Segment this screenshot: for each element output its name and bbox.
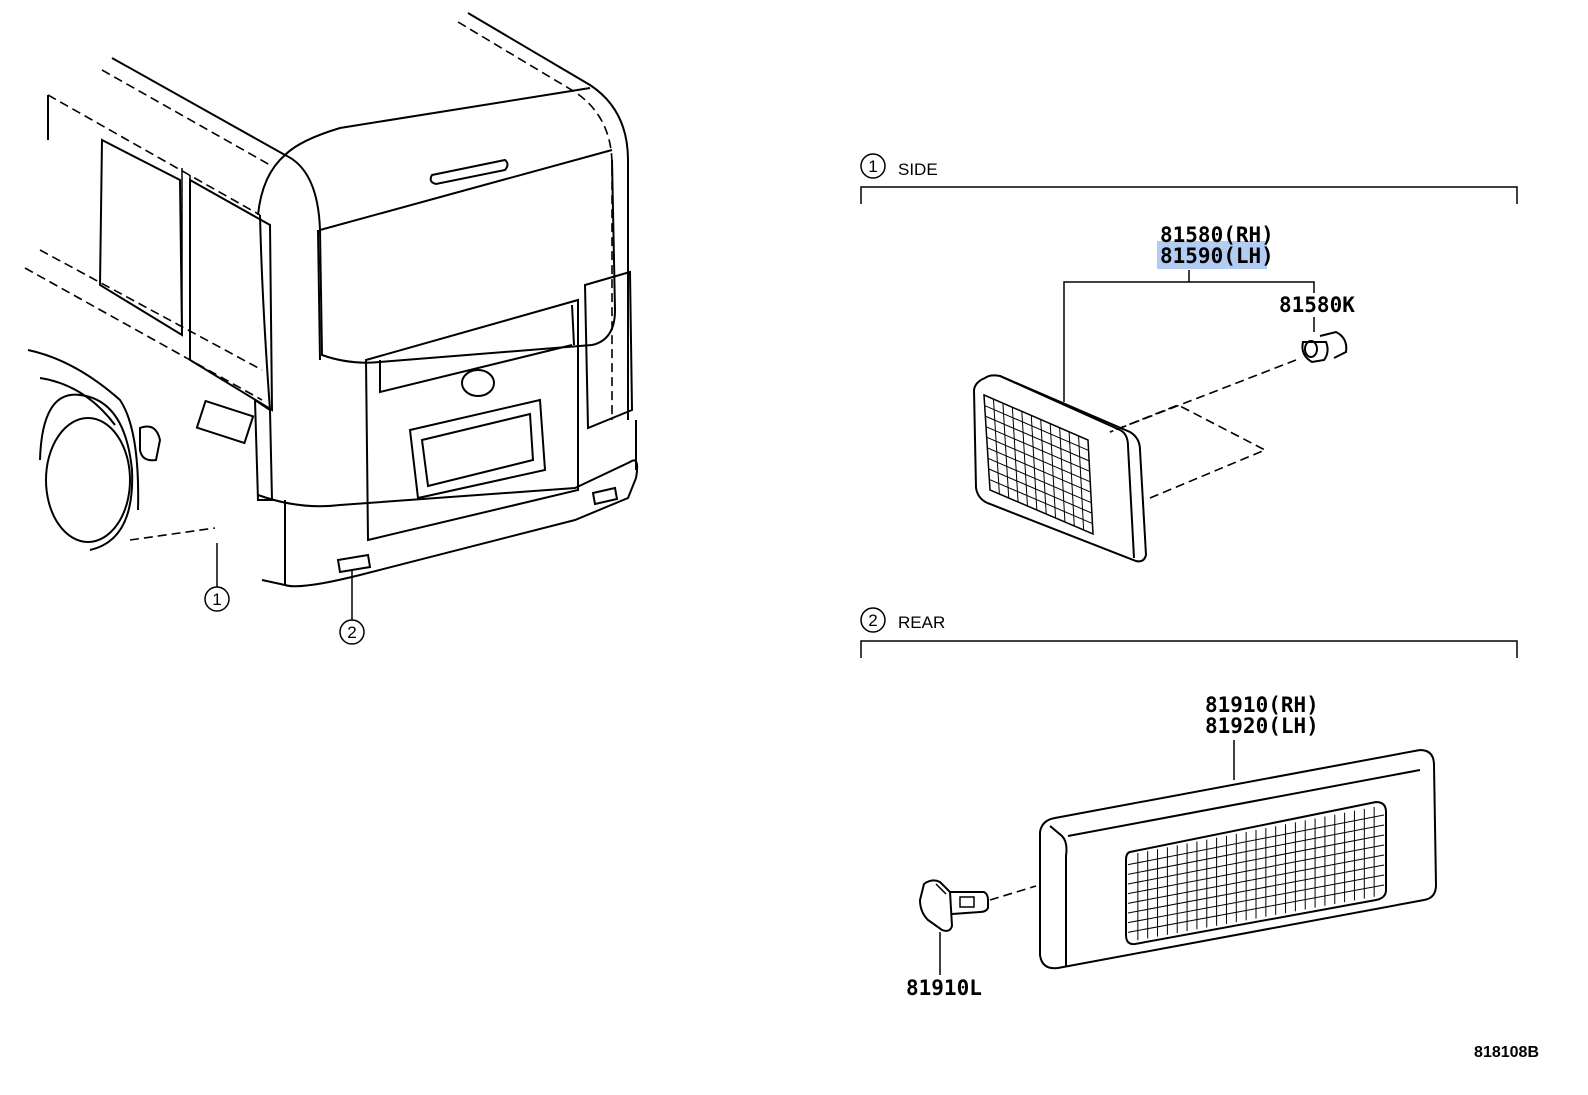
section-side-label: SIDE xyxy=(898,160,938,179)
grid-line xyxy=(1021,411,1028,507)
grid-line xyxy=(992,399,1000,495)
callout-2-number: 2 xyxy=(347,623,356,642)
grid-line xyxy=(1030,415,1038,511)
side-reflector-grid xyxy=(984,399,1093,531)
grid-line xyxy=(1127,874,1385,924)
section-rear-number: 2 xyxy=(868,611,877,630)
grid-line xyxy=(988,468,1093,514)
grid-line xyxy=(1127,824,1385,875)
grid-line xyxy=(1127,814,1385,866)
callout-1-number: 1 xyxy=(212,590,221,609)
rear-reflector-grid xyxy=(1127,806,1385,941)
grid-line xyxy=(989,478,1093,525)
section-rear-label: REAR xyxy=(898,613,945,632)
grid-line xyxy=(985,415,1090,462)
grid-line xyxy=(1078,435,1085,531)
grid-line xyxy=(1011,407,1019,503)
part-number-81910-rh[interactable]: 81910(RH) xyxy=(1205,693,1319,717)
grid-line xyxy=(1127,844,1385,895)
rear-clip-illustration xyxy=(918,879,989,932)
grid-line xyxy=(1127,864,1385,914)
part-number-81580k[interactable]: 81580K xyxy=(1279,293,1355,317)
part-number-81580-rh[interactable]: 81580(RH) xyxy=(1160,223,1274,247)
part-number-81920-lh[interactable]: 81920(LH) xyxy=(1205,714,1319,738)
grid-line xyxy=(1059,427,1066,523)
diagram-reference-number: 818108B xyxy=(1474,1044,1539,1061)
rear-reflector-illustration xyxy=(1039,748,1438,970)
grid-line xyxy=(1068,431,1075,527)
grid-line xyxy=(1127,884,1385,933)
section-side-number: 1 xyxy=(868,157,877,176)
grid-line xyxy=(986,436,1091,483)
vehicle-illustration: 1 2 xyxy=(24,12,639,645)
grid-line xyxy=(987,447,1091,493)
grid-line xyxy=(1002,403,1010,499)
part-number-81590-lh[interactable]: 81590(LH) xyxy=(1160,244,1274,268)
grid-line xyxy=(1127,834,1385,885)
grid-line xyxy=(987,457,1092,504)
section-rear: 2 REAR 81910(RH) 81920(LH) 81910L xyxy=(860,607,1518,1000)
part-number-81910l[interactable]: 81910L xyxy=(906,976,982,1000)
section-side: 1 SIDE 81580(RH) 81590(LH) 81580K xyxy=(860,153,1518,563)
part-highlight xyxy=(1157,241,1267,269)
grid-line xyxy=(1040,419,1047,515)
side-clip-illustration xyxy=(1301,330,1348,364)
grid-line xyxy=(985,426,1090,472)
grid-line xyxy=(984,405,1089,451)
grid-line xyxy=(1049,423,1057,519)
side-reflector-illustration xyxy=(972,374,1148,563)
grid-line xyxy=(1127,854,1385,904)
